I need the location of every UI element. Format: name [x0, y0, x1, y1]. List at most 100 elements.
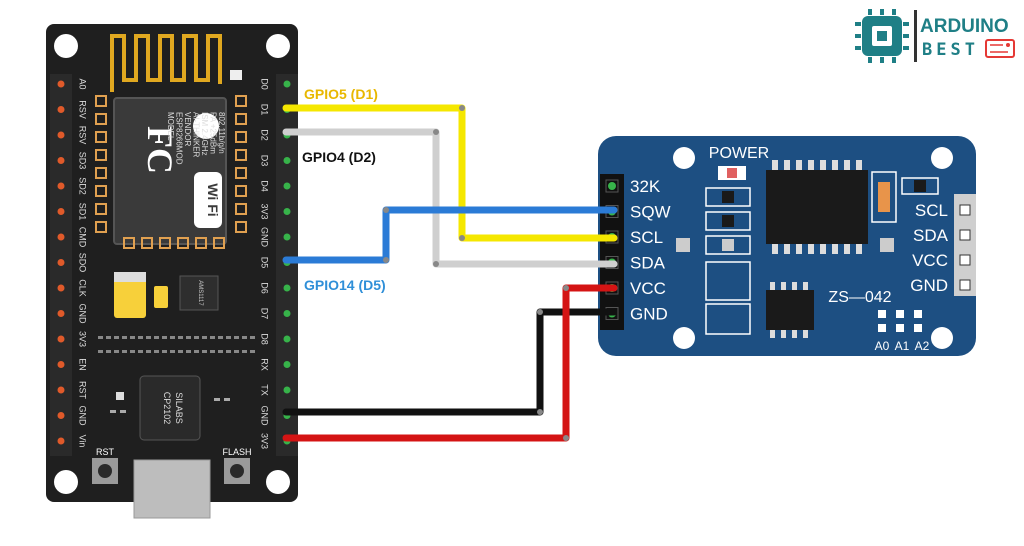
pin-left-sd2: SD2 — [57, 177, 88, 195]
rst-button — [92, 458, 118, 484]
rtc-model-label: ZS—042 — [828, 289, 891, 306]
wire-d1-scl — [282, 104, 618, 242]
rtc-pin-label: SQW — [630, 203, 671, 222]
pin-right-label: D6 — [260, 282, 270, 294]
pin-left-gnd: GND — [57, 304, 88, 325]
pin-left-label: EN — [78, 358, 88, 371]
diode — [871, 171, 897, 223]
rst-label: RST — [96, 447, 115, 457]
pin-left-label: RST — [78, 381, 88, 400]
pin-right-label: 3V3 — [260, 203, 270, 219]
eeprom-chip — [766, 282, 814, 338]
pin-left-3v3: 3V3 — [57, 331, 88, 347]
ds3231-chip — [766, 160, 868, 254]
usb-chip-line1: SILABS — [174, 392, 184, 424]
pin-right-label: D0 — [260, 78, 270, 90]
circuit-board-icon — [985, 39, 1015, 58]
rtc-right-pin-label: GND — [910, 276, 948, 295]
pin-left-label: GND — [78, 304, 88, 325]
mounting-hole — [54, 34, 290, 494]
pin-left-label: CMD — [78, 227, 88, 248]
pin-left-label: SD3 — [78, 152, 88, 170]
pin-right-label: D7 — [260, 308, 270, 320]
capacitor — [114, 272, 168, 318]
pin-right-gnd: GND — [260, 227, 291, 248]
pin-left-sd1: SD1 — [57, 203, 88, 221]
rtc-pin-label: VCC — [630, 279, 666, 298]
module-text-line: 802.11b/g/n — [217, 112, 226, 154]
arduino-best-logo: ARDUINO BEST — [855, 9, 1015, 63]
fcc-logo: FC — [140, 126, 180, 174]
pin-right-label: D8 — [260, 333, 270, 345]
pin-right-d4: D4 — [260, 180, 291, 192]
wire-joint — [383, 105, 569, 441]
pin-left-label: RSV — [78, 100, 88, 119]
mounting-hole — [673, 147, 953, 349]
rtc-pin-label: SDA — [630, 254, 666, 273]
module-text-line: VENDOR — [183, 112, 192, 146]
pin-left-label: SDO — [78, 253, 88, 273]
pin-left-label: SD1 — [78, 203, 88, 221]
pin-left-a0: A0 — [57, 78, 88, 90]
flash-button — [224, 458, 250, 484]
rtc-pin-label: SCL — [630, 228, 663, 247]
pin-left-en: EN — [57, 358, 88, 371]
smd-components — [705, 187, 751, 335]
pin-left-label: SD2 — [78, 177, 88, 195]
address-label-a1: A1 — [895, 339, 910, 353]
label-gpio14-d5: GPIO14 (D5) — [304, 277, 386, 293]
rtc-right-pin-label: SDA — [913, 226, 949, 245]
rtc-right-header — [954, 194, 976, 296]
usb-chip-line2: CP2102 — [162, 392, 172, 425]
wires — [282, 104, 618, 442]
address-label-a0: A0 — [875, 339, 890, 353]
pin-right-d6: D6 — [260, 282, 291, 294]
pin-left-label: CLK — [78, 279, 88, 297]
pin-right-label: RX — [260, 358, 270, 371]
pin-right-d3: D3 — [260, 155, 291, 167]
pin-right-d8: D8 — [260, 333, 291, 345]
label-gpio5-d1: GPIO5 (D1) — [304, 86, 378, 102]
pin-right-rx: RX — [260, 358, 291, 371]
pin-right-d7: D7 — [260, 308, 291, 320]
wifi-logo-icon: Wi Fi — [194, 172, 222, 228]
rtc-left-header — [600, 174, 624, 330]
wire-d2-sda — [282, 128, 618, 268]
module-text-line: AI-THINKER — [192, 112, 201, 158]
pin-left-clk: CLK — [57, 279, 88, 297]
voltage-regulator: AMS1117 — [179, 275, 219, 311]
flash-label: FLASH — [222, 447, 251, 457]
pin-right-tx: TX — [260, 384, 291, 396]
pin-right-label: GND — [260, 406, 270, 427]
rtc-right-pin-sda: SDA — [913, 226, 971, 245]
module-text-line: ISM 2.4GHz — [200, 112, 209, 156]
pin-right-label: GND — [260, 227, 270, 248]
wire-vcc — [282, 284, 618, 442]
pin-left-gnd: GND — [57, 406, 88, 426]
rtc-right-pin-label: VCC — [912, 251, 948, 270]
pin-right-label: D3 — [260, 155, 270, 167]
wire-d5-sqw — [282, 206, 618, 264]
pin-right-label: 3V3 — [260, 433, 270, 449]
pin-right-label: D1 — [260, 104, 270, 116]
rtc-pin-label: 32K — [630, 177, 661, 196]
rtc-right-pin-gnd: GND — [910, 276, 971, 295]
rtc-pin-label: GND — [630, 305, 668, 324]
logo-line2: BEST — [922, 40, 979, 60]
rtc-right-pin-scl: SCL — [915, 201, 971, 220]
rtc-right-pin-vcc: VCC — [912, 251, 971, 270]
logo-line1: ARDUINO — [920, 16, 1009, 37]
cp2102-chip: SILABS CP2102 — [139, 375, 201, 441]
wifi-logo-text: Wi Fi — [205, 183, 221, 216]
pin-left-label: A0 — [78, 78, 88, 89]
module-text-line: MODEL — [166, 112, 175, 141]
module-text-line: PA +25dBm — [209, 112, 218, 154]
pin-right-label: D2 — [260, 129, 270, 141]
pin-right-3v3: 3V3 — [260, 203, 291, 220]
address-label-a2: A2 — [915, 339, 930, 353]
pin-left-cmd: CMD — [57, 227, 88, 248]
pin-left-sd3: SD3 — [57, 152, 88, 170]
